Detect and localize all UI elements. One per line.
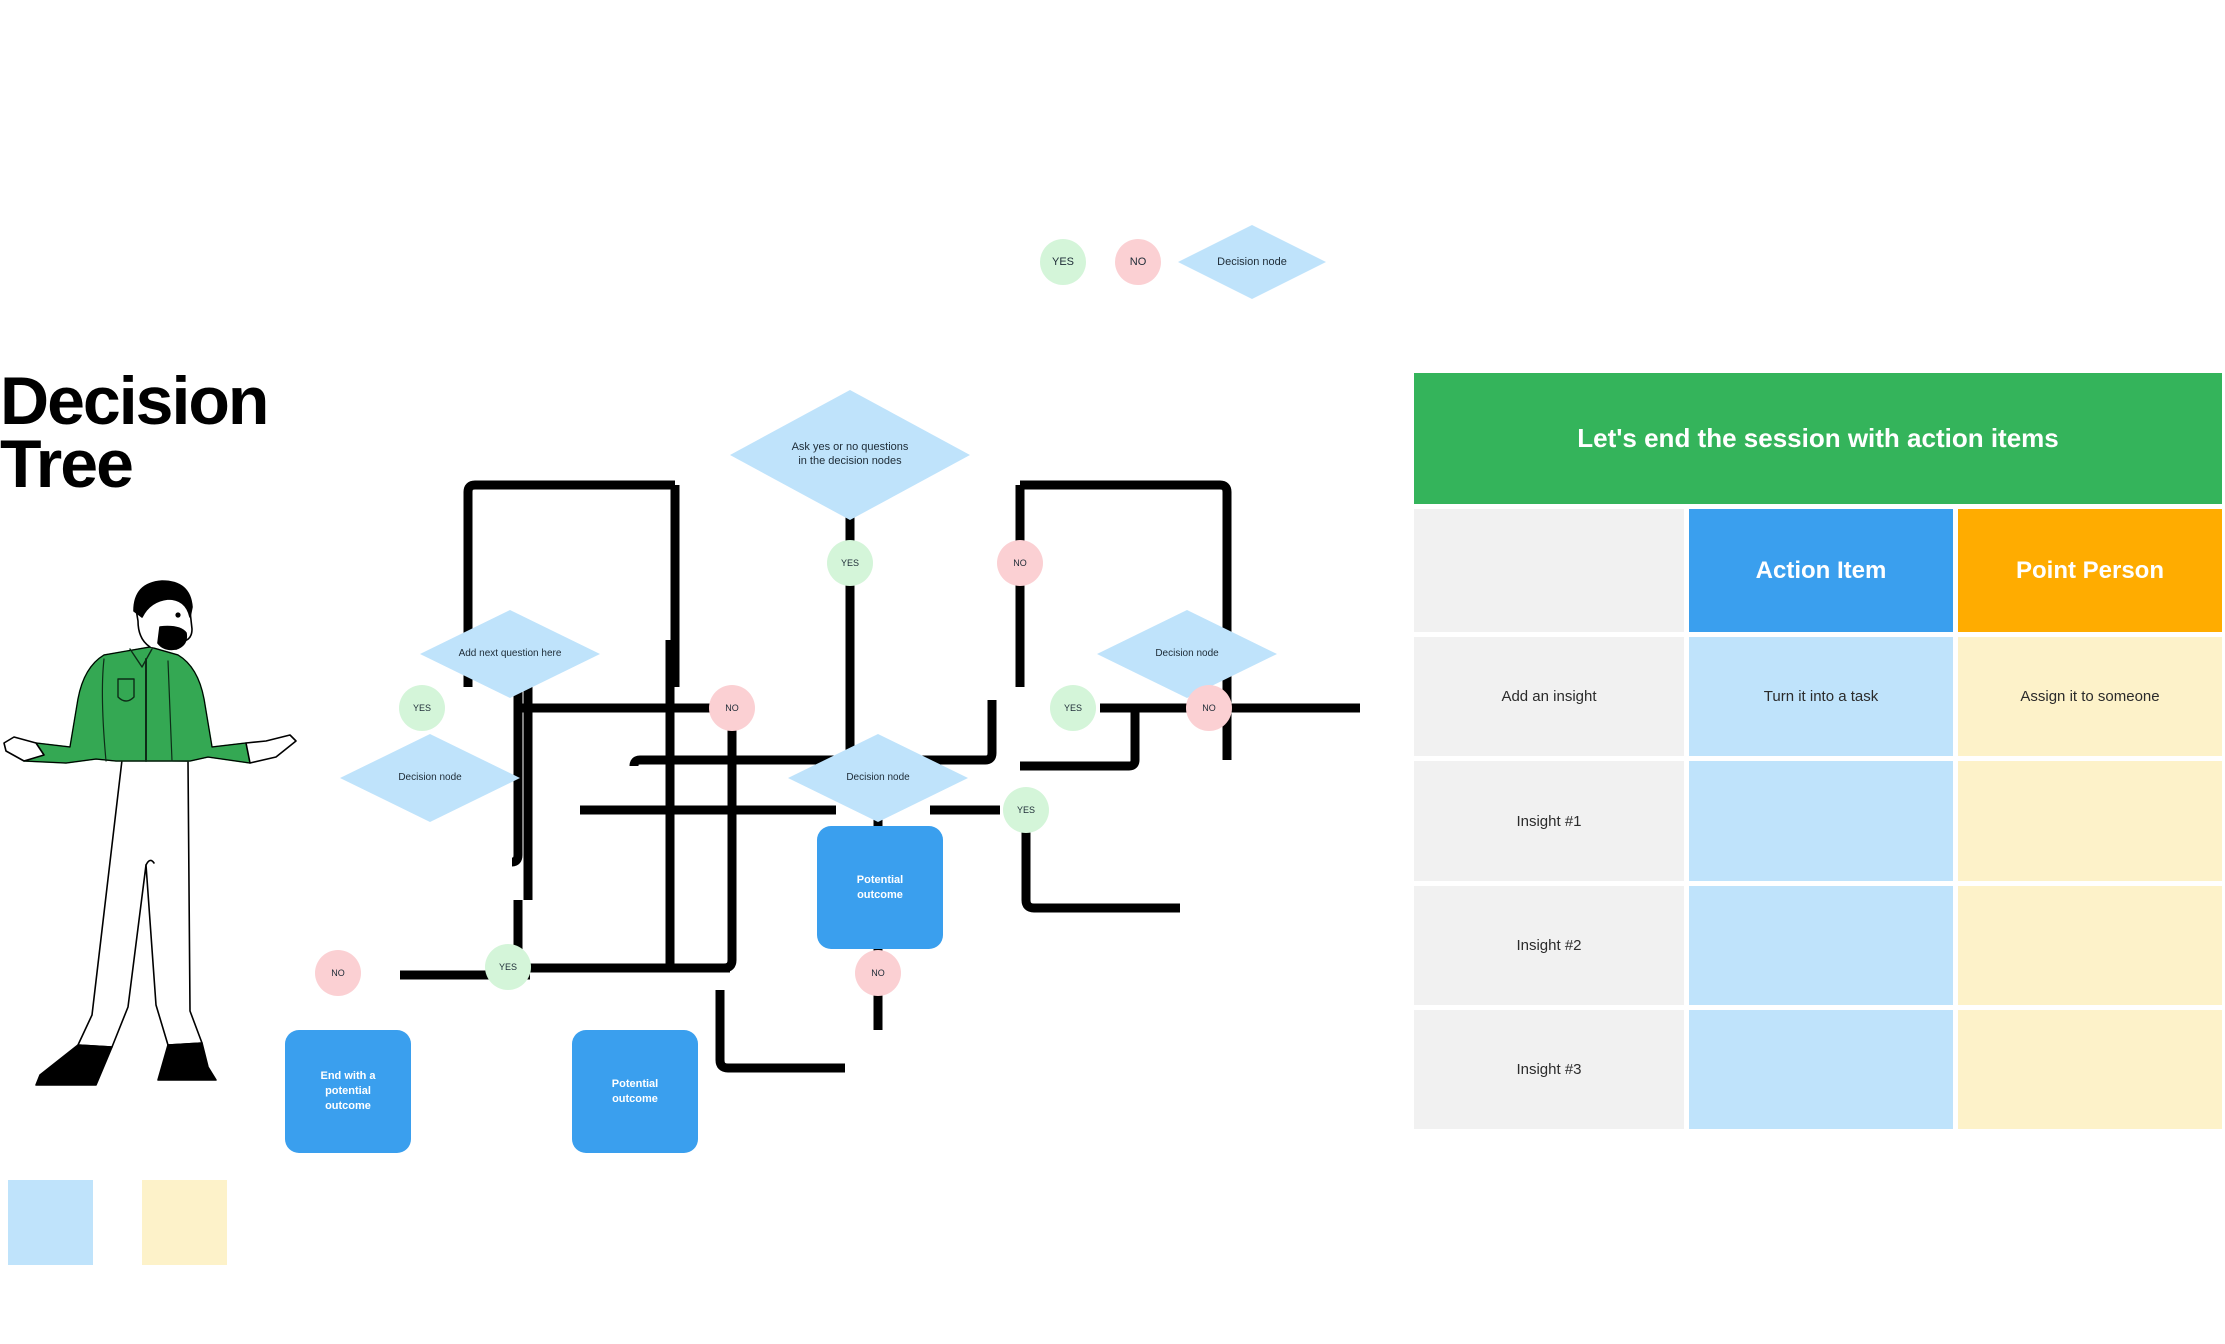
table-row[interactable]: Add an insight Turn it into a task Assig…	[1414, 637, 2222, 757]
legend-yes-circle: YES	[1040, 239, 1086, 285]
decision-tree-flowchart: Ask yes or no questions in the decision …	[285, 200, 1360, 1153]
no-circle-root-label: NO	[1013, 558, 1027, 568]
table-header-blank	[1414, 509, 1684, 633]
table-title: Let's end the session with action items	[1414, 373, 2222, 505]
page-title-line2: Tree	[0, 426, 134, 503]
blue-swatch	[8, 1180, 93, 1265]
decision-node-root-label: Ask yes or no questions in the decision …	[791, 441, 909, 467]
table-row[interactable]: Insight #3	[1414, 1009, 2222, 1130]
action-items-table: Let's end the session with action items …	[1414, 373, 2222, 1130]
table-cell-action[interactable]	[1689, 885, 1953, 1005]
shrugging-person-illustration	[0, 575, 320, 1125]
yes-circle-level3-mid-label: YES	[1016, 805, 1035, 815]
decision-node-mid-level3-label: Decision node	[846, 771, 910, 783]
table-header-point-person: Point Person	[1958, 509, 2222, 633]
table-row[interactable]: Insight #1	[1414, 761, 2222, 881]
no-circle-level2-left-label: NO	[725, 703, 739, 713]
table-row[interactable]: Insight #2	[1414, 885, 2222, 1005]
no-circle-level3-left[interactable]: NO	[315, 950, 361, 996]
table-cell-insight[interactable]: Insight #1	[1414, 761, 1684, 881]
decision-node-add-next-question-label: Add next question here	[458, 647, 562, 659]
yes-circle-level2-right[interactable]: YES	[1050, 685, 1096, 731]
decision-node-right-level2-label: Decision node	[1155, 647, 1219, 659]
outcome-box-right[interactable]: Potential outcome	[817, 826, 943, 949]
legend-no-circle: NO	[1115, 239, 1161, 285]
outcome-box-mid[interactable]: Potential outcome	[572, 1030, 698, 1153]
yes-circle-level2-left[interactable]: YES	[399, 685, 445, 731]
table-cell-insight[interactable]: Insight #2	[1414, 885, 1684, 1005]
yes-circle-level3-left-label: YES	[498, 962, 517, 972]
no-circle-level2-right[interactable]: NO	[1186, 685, 1232, 731]
table-cell-action[interactable]: Turn it into a task	[1689, 637, 1953, 757]
table-cell-person[interactable]	[1958, 1009, 2222, 1130]
yes-circle-root-label: YES	[840, 558, 859, 568]
no-circle-root[interactable]: NO	[997, 540, 1043, 586]
table-cell-insight[interactable]: Insight #3	[1414, 1009, 1684, 1130]
no-circle-level2-right-label: NO	[1202, 703, 1216, 713]
no-circle-level3-mid-label: NO	[871, 968, 885, 978]
table-cell-action[interactable]	[1689, 761, 1953, 881]
legend: YES NO Decision node	[1020, 225, 1330, 300]
table-cell-person[interactable]	[1958, 885, 2222, 1005]
page-title-line1: Decision	[0, 363, 269, 439]
page-title: Decision Tree	[0, 367, 420, 503]
no-circle-level2-left[interactable]: NO	[709, 685, 755, 731]
yes-circle-level2-left-label: YES	[412, 703, 431, 713]
outcome-box-end-left-label: End with a potential outcome	[320, 1070, 376, 1112]
yes-circle-level2-right-label: YES	[1063, 703, 1082, 713]
table-cell-insight[interactable]: Add an insight	[1414, 637, 1684, 757]
table-cell-person[interactable]: Assign it to someone	[1958, 637, 2222, 757]
yes-circle-level3-mid[interactable]: YES	[1003, 787, 1049, 833]
outcome-box-mid-label: Potential outcome	[611, 1077, 659, 1105]
yes-circle-root[interactable]: YES	[827, 540, 873, 586]
no-circle-level3-mid[interactable]: NO	[855, 950, 901, 996]
table-cell-action[interactable]	[1689, 1009, 1953, 1130]
table-header-action-item: Action Item	[1689, 509, 1953, 633]
table-header-row: Action Item Point Person	[1414, 509, 2222, 633]
outcome-box-end-left[interactable]: End with a potential outcome	[285, 1030, 411, 1153]
table-cell-person[interactable]	[1958, 761, 2222, 881]
yellow-swatch	[142, 1180, 227, 1265]
flowchart-connectors	[400, 455, 1360, 1073]
yes-circle-level3-left[interactable]: YES	[485, 944, 531, 990]
outcome-box-right-label: Potential outcome	[856, 873, 904, 901]
no-circle-level3-left-label: NO	[331, 968, 345, 978]
decision-node-left-level3-label: Decision node	[398, 771, 462, 783]
